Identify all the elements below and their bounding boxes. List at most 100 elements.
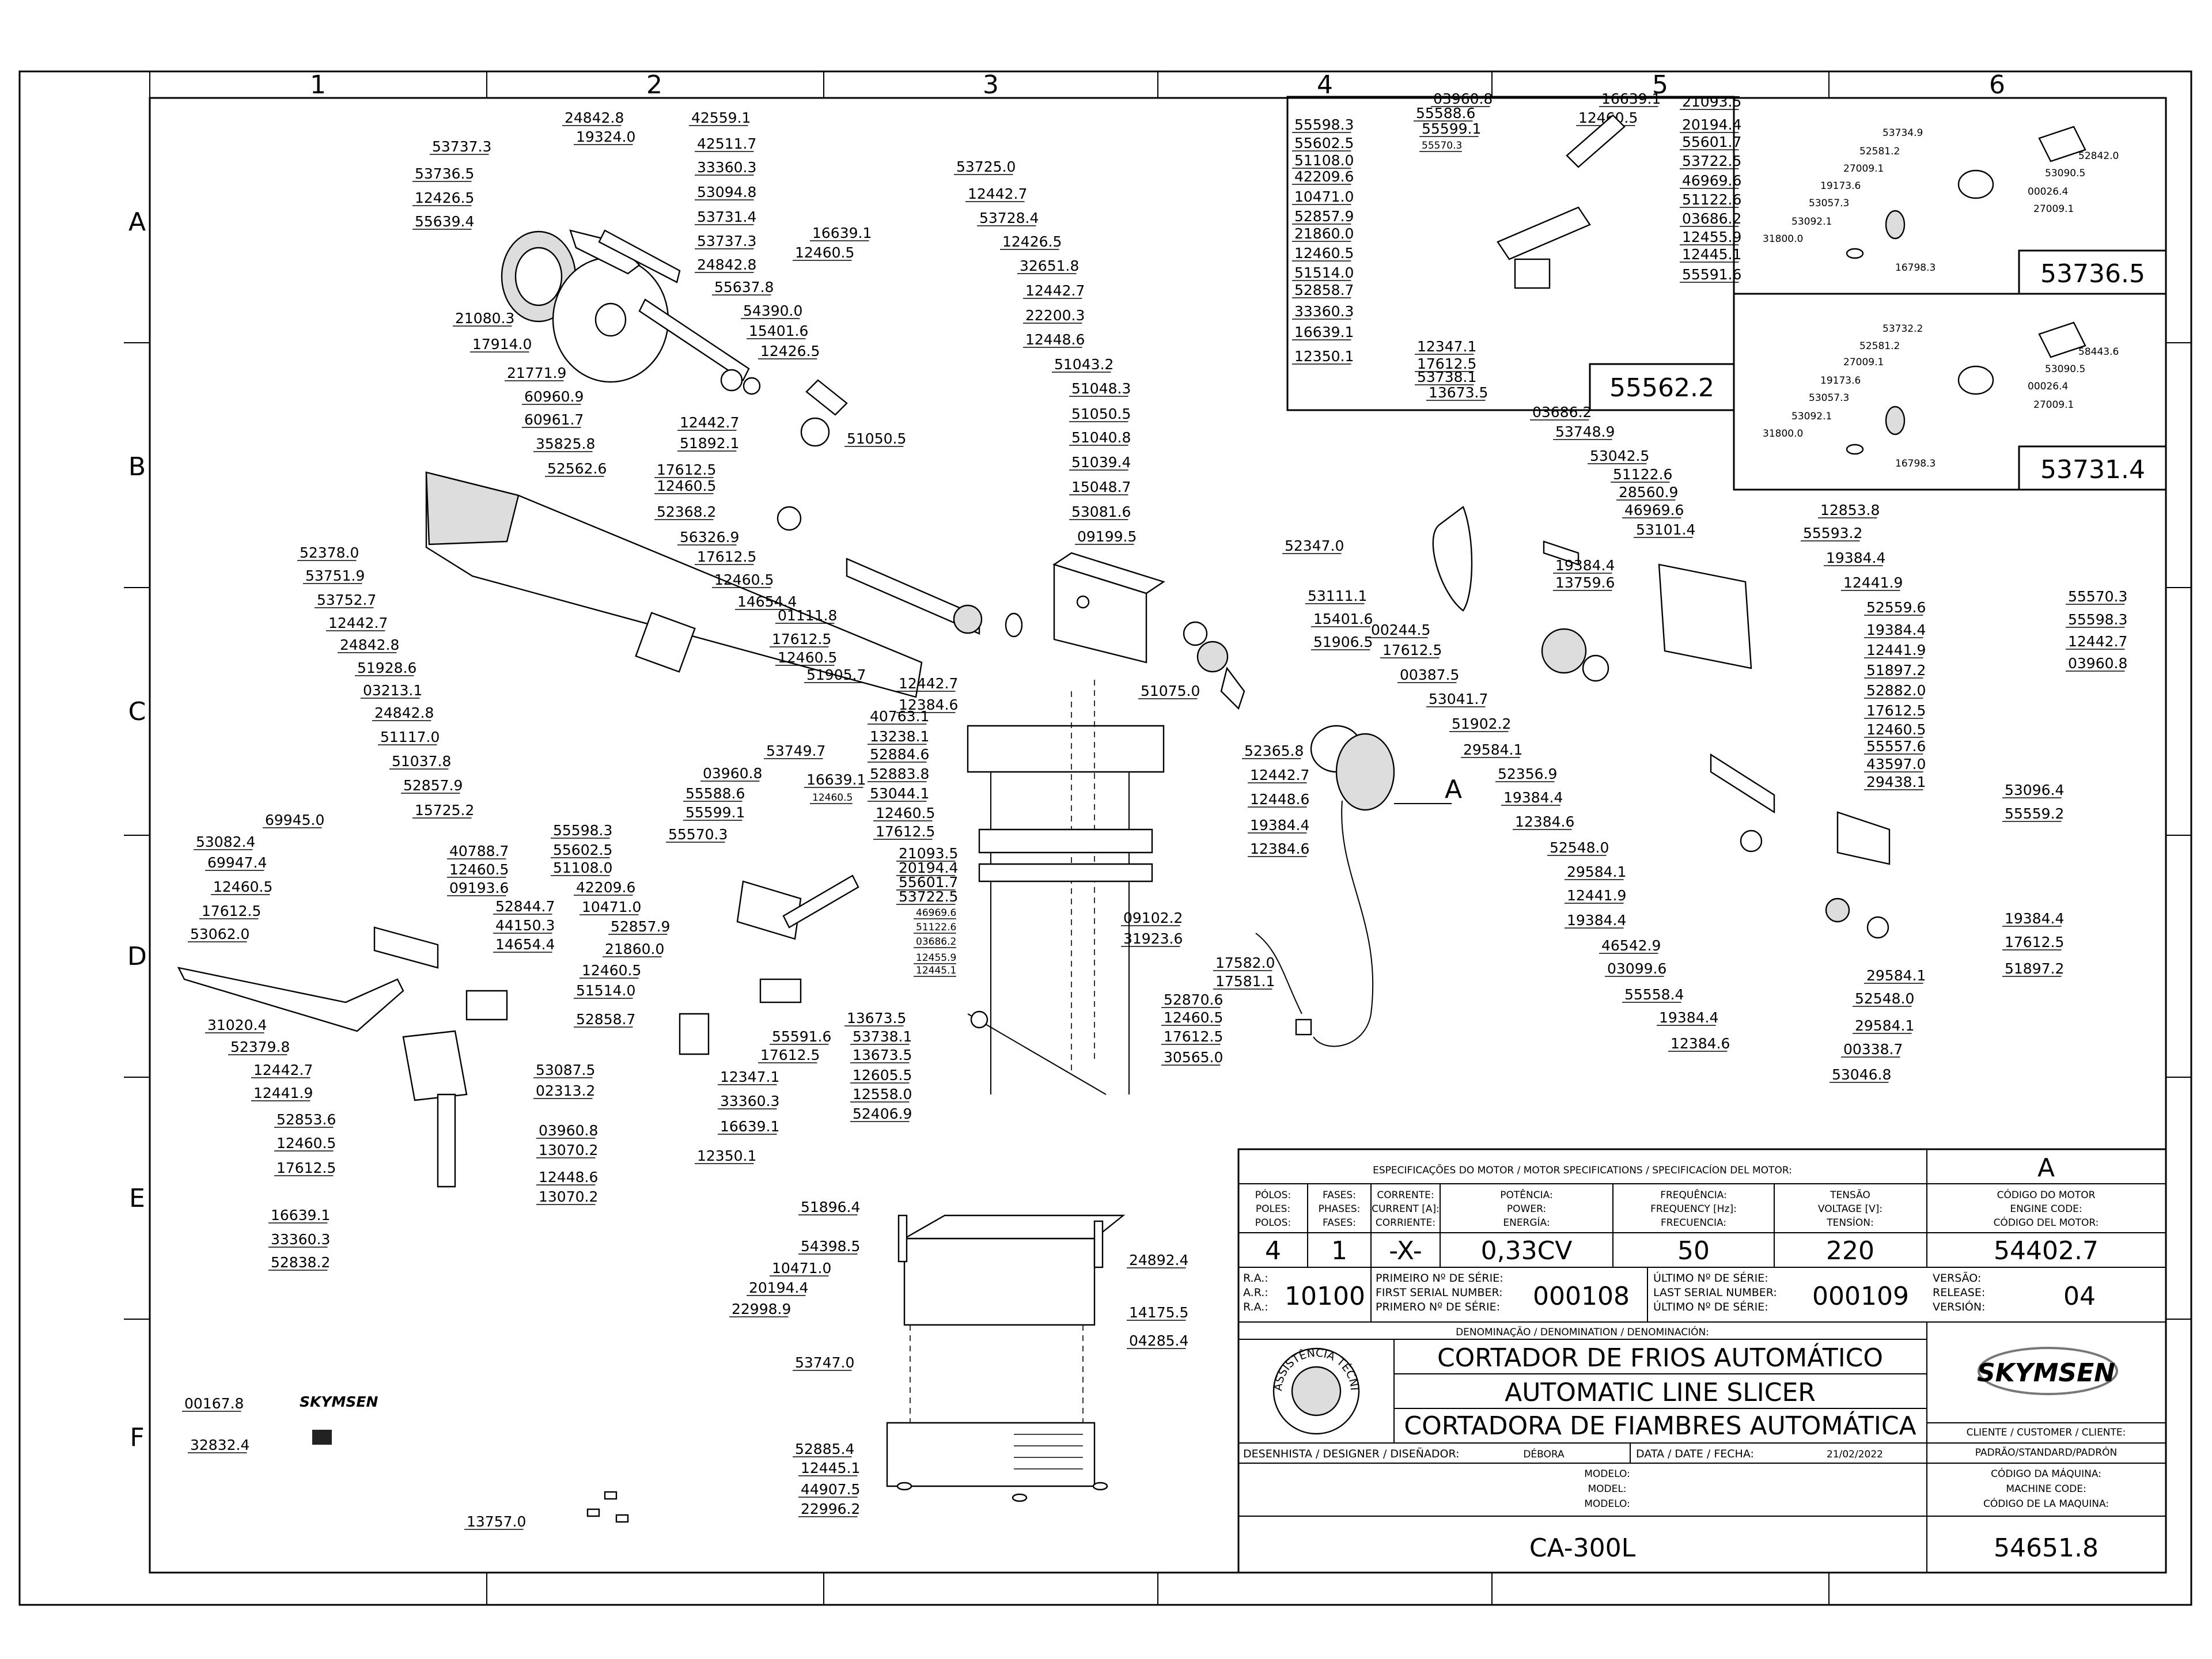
blade-guard-arm [598, 229, 681, 283]
part-part-number: 17612.5 [760, 1047, 820, 1063]
part-part-number: 31923.6 [1123, 930, 1183, 947]
base-plate [886, 1422, 1096, 1487]
part-callout: 52379.8 [228, 1039, 290, 1055]
part-callout: 52548.0 [1853, 990, 1914, 1007]
part-part-number: 53042.5 [1590, 448, 1649, 464]
part-callout: 16639.1 [718, 1118, 779, 1135]
blade-assembly [501, 229, 848, 447]
name-en: AUTOMATIC LINE SLICER [1505, 1378, 1816, 1407]
part-part-number: 52406.9 [853, 1105, 912, 1122]
part-callout: 53111.1 [1305, 588, 1367, 604]
first-serial-label-2: FIRST SERIAL NUMBER: [1376, 1286, 1503, 1299]
part-callout: 12347.1 [718, 1069, 779, 1085]
part-callout: 17612.5 [2002, 934, 2064, 950]
stamp-center [1291, 1366, 1342, 1416]
spec-header-label: FRECUENCIA: [1661, 1217, 1726, 1229]
part-part-number: 42511.7 [697, 135, 756, 152]
inset-callout: 12350.1 [1292, 348, 1354, 365]
part-callout: 33360.3 [718, 1093, 779, 1109]
part-part-number: 03960.8 [539, 1122, 598, 1139]
part-callout: 53747.0 [793, 1354, 854, 1371]
part-callout: 13238.1 [868, 728, 929, 745]
part-callout: 51040.8 [1069, 429, 1131, 446]
part-part-number: 13070.2 [539, 1188, 598, 1205]
part-part-number: 53046.8 [1832, 1066, 1891, 1083]
part-part-number: 16639.1 [806, 771, 866, 788]
inset-callout: 03686.2 [1680, 210, 1741, 227]
part-part-number: 12460.5 [449, 861, 509, 878]
part-part-number: 12460.5 [582, 962, 641, 979]
spec-header-label: CURRENT [A]: [1372, 1203, 1440, 1215]
part-part-number: 12460.5 [778, 649, 837, 666]
part-part-number: 31020.4 [207, 1017, 267, 1033]
mini1-reference: 53736.5 [2040, 259, 2145, 289]
part-part-number: 51048.3 [1071, 380, 1131, 397]
part-callout: 13070.2 [536, 1142, 598, 1158]
part-part-number: 03960.8 [2068, 655, 2127, 672]
cable-plug [1295, 1018, 1312, 1036]
part-part-number: 29584.1 [1463, 741, 1522, 758]
part-part-number: 53731.4 [697, 209, 756, 225]
part-callout: 42209.6 [574, 879, 635, 896]
part-callout: 52844.7 [493, 898, 555, 915]
part-part-number: 55591.6 [772, 1028, 831, 1045]
part-callout: 12442.7 [251, 1062, 313, 1078]
shaft-collar [1543, 540, 1580, 566]
inset-part-number: 53722.5 [1682, 153, 1741, 169]
part-callout: 03960.8 [2066, 655, 2127, 672]
part-callout: 53041.7 [1426, 691, 1488, 707]
part-callout: 52368.2 [654, 503, 716, 520]
inset-part-number: 21860.0 [1294, 225, 1354, 242]
inset-part-number: 33360.3 [1294, 303, 1354, 320]
part-callout: 13757.0 [464, 1513, 526, 1530]
spec-header-label: POTÊNCIA: [1500, 1188, 1552, 1201]
part-callout: 31923.6 [1121, 930, 1183, 947]
part-callout: 16639.1 [810, 225, 872, 241]
model-label-3: MODELO: [1584, 1498, 1630, 1510]
part-callout: 55598.3 [551, 822, 612, 839]
part-part-number: 55602.5 [553, 842, 612, 858]
part-part-number: 55601.7 [899, 874, 958, 891]
part-callout: 55557.6 [1864, 738, 1926, 755]
brand-logo-sticker: SKYMSEN [300, 1393, 378, 1410]
part-callout: 32651.8 [1017, 257, 1079, 274]
part-callout: 55570.3 [666, 826, 728, 843]
part-part-number: 51122.6 [916, 922, 956, 933]
part-part-number: 03686.2 [1532, 404, 1592, 421]
part-part-number: 43597.0 [1866, 756, 1926, 772]
part-part-number: 19384.4 [1250, 817, 1309, 834]
part-callout: 14654.4 [735, 593, 797, 610]
part-part-number: 09193.6 [449, 880, 509, 896]
inset-part-number: 55601.7 [1682, 134, 1741, 150]
part-part-number: 13759.6 [1555, 574, 1615, 591]
brand-swoosh [1978, 1347, 2118, 1395]
part-part-number: 53722.5 [899, 888, 958, 905]
part-callout: 00387.5 [1397, 666, 1459, 683]
part-callout: 53736.5 [412, 165, 474, 182]
inset-callout: 21860.0 [1292, 225, 1354, 242]
inset-part-number: 42209.6 [1294, 168, 1354, 185]
last-serial: 000109 [1812, 1282, 1909, 1311]
part-part-number: 12442.7 [253, 1062, 313, 1078]
bracket-plate [1836, 811, 1891, 865]
part-callout: 52882.0 [1864, 682, 1926, 699]
part-callout: 22200.3 [1023, 307, 1085, 324]
drive-belt [1432, 506, 1473, 612]
foot-2 [1012, 1493, 1028, 1502]
part-part-number: 53101.4 [1636, 521, 1695, 538]
part-callout: 13673.5 [844, 1010, 906, 1027]
inset-callout: 46969.6 [1680, 172, 1741, 189]
inset-callout: 33360.3 [1292, 303, 1354, 320]
inset-callout: 51122.6 [1680, 191, 1741, 208]
part-callout: 10471.0 [770, 1260, 831, 1277]
part-part-number: 12460.5 [1164, 1009, 1223, 1026]
part-part-number: 51892.1 [680, 435, 739, 452]
part-part-number: 52884.6 [870, 746, 929, 763]
part-part-number: 53738.1 [853, 1028, 912, 1045]
part-callout: 14175.5 [1127, 1304, 1188, 1321]
part-part-number: 09102.2 [1123, 910, 1183, 926]
spec-header-label: CÓDIGO DEL MOTOR: [1994, 1216, 2099, 1229]
part-part-number: 53749.7 [766, 743, 825, 759]
part-callout: 53081.6 [1069, 503, 1131, 520]
